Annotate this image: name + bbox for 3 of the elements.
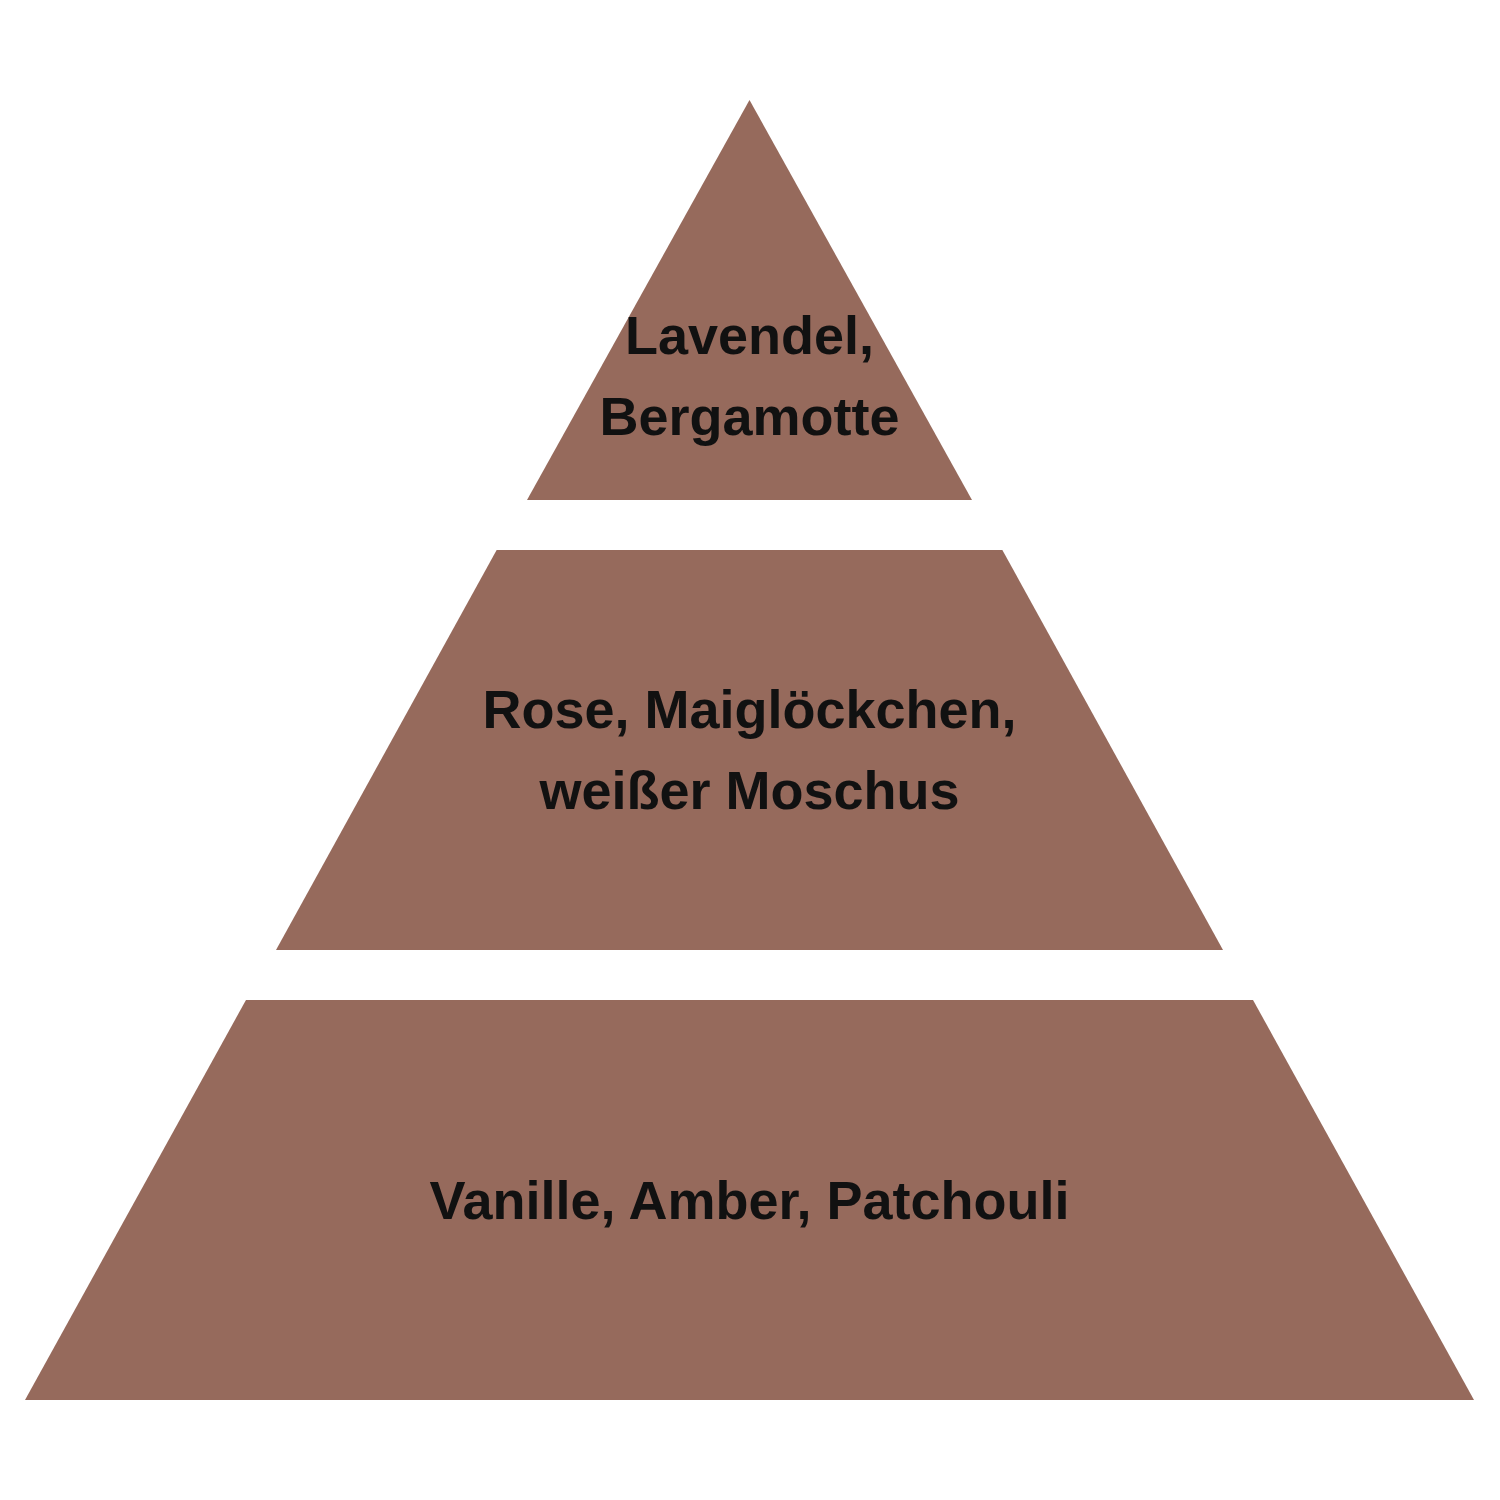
tier-label: Vanille, Amber, Patchouli — [428, 1168, 1071, 1232]
tier-label: Lavendel, Bergamotte — [598, 304, 901, 448]
tier-label: Rose, Maiglöckchen, weißer Moschus — [481, 678, 1018, 822]
